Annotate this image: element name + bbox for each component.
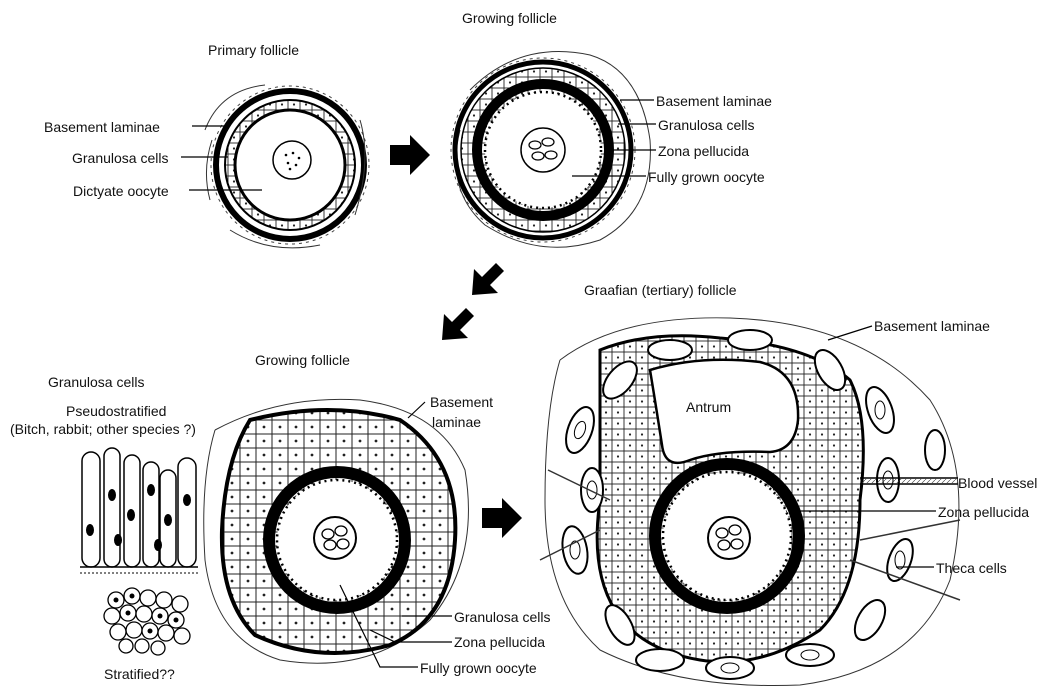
arrow-down-left-icon-1 <box>472 263 504 295</box>
primary-follicle-title: Primary follicle <box>208 42 299 58</box>
stratified-label: Stratified?? <box>104 666 175 682</box>
graafian-basement-label: Basement laminae <box>874 318 990 334</box>
species-label: (Bitch, rabbit; other species ?) <box>10 421 196 437</box>
growing-follicle-top <box>451 52 656 248</box>
growing-bottom-granulosa-label: Granulosa cells <box>454 609 551 625</box>
blood-vessel-label: Blood vessel <box>958 475 1037 491</box>
arrow-down-left-icon-2 <box>442 308 474 340</box>
primary-basement-label: Basement laminae <box>44 119 160 135</box>
graafian-follicle <box>540 318 960 686</box>
growing-follicle-bottom-title: Growing follicle <box>255 352 350 368</box>
growing-follicle-bottom <box>204 399 469 667</box>
arrow-right-icon-1 <box>390 135 430 175</box>
growing-top-granulosa-label: Granulosa cells <box>658 117 755 133</box>
growing-top-oocyte-label: Fully grown oocyte <box>648 169 765 185</box>
arrow-right-icon-2 <box>482 498 522 538</box>
pseudostratified-label: Pseudostratified <box>66 403 166 419</box>
growing-bottom-basement-label-1: Basement <box>430 394 493 410</box>
antrum-label: Antrum <box>686 399 731 415</box>
growing-bottom-basement-label-2: laminae <box>432 414 481 430</box>
theca-cells-label: Theca cells <box>936 560 1007 576</box>
primary-follicle <box>181 85 369 248</box>
growing-bottom-zona-label: Zona pellucida <box>454 634 545 650</box>
growing-follicle-top-title: Growing follicle <box>462 10 557 26</box>
graafian-zona-label: Zona pellucida <box>938 504 1029 520</box>
growing-bottom-oocyte-label: Fully grown oocyte <box>420 660 537 676</box>
primary-oocyte-label: Dictyate oocyte <box>73 183 169 199</box>
graafian-title: Graafian (tertiary) follicle <box>584 282 737 298</box>
granulosa-inset <box>80 448 198 655</box>
granulosa-inset-title: Granulosa cells <box>48 374 145 390</box>
primary-granulosa-label: Granulosa cells <box>72 150 169 166</box>
growing-top-zona-label: Zona pellucida <box>658 143 749 159</box>
growing-top-basement-label: Basement laminae <box>656 93 772 109</box>
